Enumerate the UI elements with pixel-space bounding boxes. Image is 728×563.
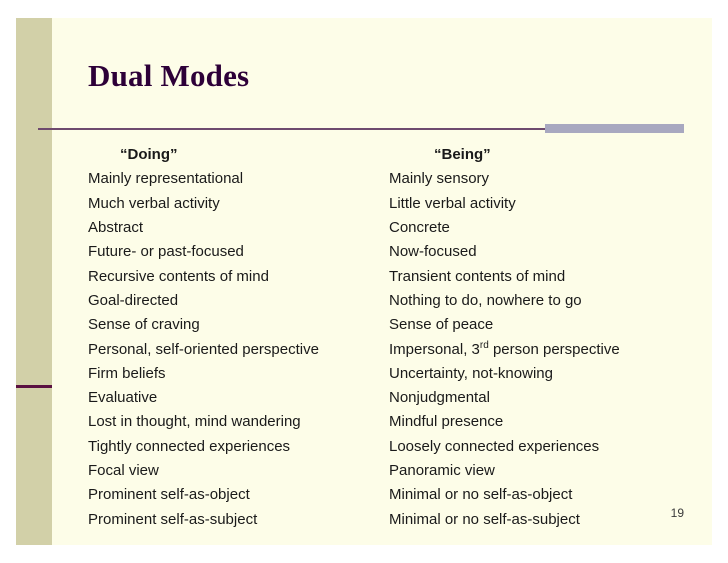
- cell-being: Mainly sensory: [389, 170, 490, 188]
- cell-doing: Personal, self-oriented perspective: [88, 340, 319, 358]
- table-row: Evaluative Nonjudgmental: [88, 386, 684, 410]
- cell-doing: Firm beliefs: [88, 364, 166, 382]
- cell-being: Minimal or no self-as-object: [389, 486, 573, 504]
- cell-doing: Sense of craving: [88, 316, 200, 334]
- column-header-doing: “Doing”: [120, 146, 178, 164]
- cell-being-text-before: Impersonal, 3: [389, 340, 480, 358]
- page-number: 19: [670, 506, 684, 520]
- cell-doing: Recursive contents of mind: [88, 267, 269, 285]
- ordinal-suffix: rd: [479, 339, 489, 351]
- cell-being: Nonjudgmental: [389, 389, 490, 407]
- table-row: Mainly representational Mainly sensory: [88, 167, 684, 191]
- cell-being-text-after: person perspective: [488, 340, 620, 358]
- cell-doing: Goal-directed: [88, 291, 179, 309]
- cell-being: Transient contents of mind: [389, 267, 566, 285]
- cell-doing: Lost in thought, mind wandering: [88, 413, 301, 431]
- slide-margin-top: [0, 0, 728, 18]
- cell-doing: Prominent self-as-object: [88, 486, 250, 504]
- cell-being: Concrete: [389, 219, 450, 237]
- column-header-being: “Being”: [434, 146, 491, 164]
- table-row: Much verbal activity Little verbal activ…: [88, 192, 684, 216]
- slide-margin-right: [712, 0, 728, 563]
- cell-being: Now-focused: [389, 243, 477, 261]
- table-row: Future- or past-focused Now-focused: [88, 240, 684, 264]
- table-row: Focal view Panoramic view: [88, 459, 684, 483]
- cell-being: Nothing to do, nowhere to go: [389, 291, 582, 309]
- table-header-row: “Doing” “Being”: [88, 143, 684, 167]
- cell-doing: Evaluative: [88, 389, 158, 407]
- left-decorative-band: [16, 18, 52, 545]
- cell-doing: Much verbal activity: [88, 194, 220, 212]
- table-row: Goal-directed Nothing to do, nowhere to …: [88, 289, 684, 313]
- table-row: Prominent self-as-subject Minimal or no …: [88, 507, 684, 531]
- cell-doing: Abstract: [88, 219, 144, 237]
- cell-being: Impersonal, 3rd person perspective: [389, 339, 620, 358]
- title-divider-accent-block: [545, 124, 684, 133]
- table-row: Abstract Concrete: [88, 216, 684, 240]
- table-row: Tightly connected experiences Loosely co…: [88, 435, 684, 459]
- cell-doing: Focal view: [88, 462, 159, 479]
- cell-being: Panoramic view: [389, 462, 495, 479]
- table-row: Firm beliefs Uncertainty, not-knowing: [88, 362, 684, 386]
- cell-doing: Tightly connected experiences: [88, 437, 291, 455]
- dual-mode-table: “Doing” “Being” Mainly representational …: [88, 143, 684, 532]
- cell-doing: Future- or past-focused: [88, 243, 244, 261]
- table-row: Prominent self-as-object Minimal or no s…: [88, 483, 684, 507]
- cell-being: Sense of peace: [389, 316, 494, 334]
- cell-being: Minimal or no self-as-subject: [389, 510, 580, 528]
- cell-doing: Prominent self-as-subject: [88, 510, 258, 528]
- table-row: Personal, self-oriented perspective Impe…: [88, 337, 684, 361]
- cell-doing: Mainly representational: [88, 170, 244, 188]
- cell-being: Uncertainty, not-knowing: [389, 364, 553, 382]
- cell-being: Little verbal activity: [389, 194, 516, 212]
- table-row: Lost in thought, mind wandering Mindful …: [88, 410, 684, 434]
- slide-margin-left: [0, 0, 16, 563]
- cell-being: Mindful presence: [389, 413, 504, 431]
- left-band-accent-bar: [16, 385, 52, 388]
- slide-margin-bottom: [0, 545, 728, 563]
- table-row: Recursive contents of mind Transient con…: [88, 264, 684, 288]
- page-title: Dual Modes: [88, 58, 250, 93]
- table-row: Sense of craving Sense of peace: [88, 313, 684, 337]
- title-divider-rule: [38, 128, 684, 130]
- cell-being: Loosely connected experiences: [389, 437, 600, 455]
